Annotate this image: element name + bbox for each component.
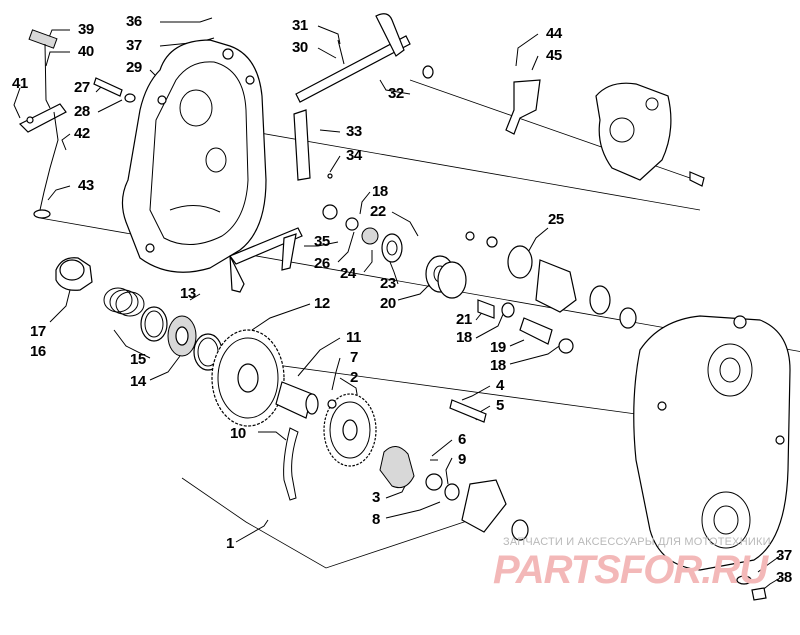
callout-40: 40 (78, 43, 94, 60)
gearcase-housing (633, 315, 791, 601)
callout-28: 28 (74, 103, 90, 120)
callout-26: 26 (314, 255, 330, 272)
large-sprocket-12 (211, 329, 285, 427)
throttle-lever-assembly (18, 29, 67, 219)
cover-bolt (93, 77, 136, 103)
watermark-logo: PARTSFOR.RU (493, 548, 768, 592)
callout-23: 23 (380, 275, 396, 292)
gear-shaft-11 (275, 381, 319, 419)
callout-20: 20 (380, 295, 396, 312)
callout-25: 25 (548, 211, 564, 228)
clutch-cup (55, 257, 93, 291)
callout-10: 10 (230, 425, 246, 442)
callout-44: 44 (546, 25, 562, 42)
callout-37-lower: 37 (776, 547, 792, 564)
brake-disc-3 (379, 446, 460, 501)
callout-18-top: 18 (372, 183, 388, 200)
chaincase-cover (121, 39, 267, 273)
callout-12: 12 (314, 295, 330, 312)
callout-18-mid: 18 (456, 329, 472, 346)
callout-22: 22 (370, 203, 386, 220)
washers-14-13 (140, 306, 223, 371)
callout-3: 3 (372, 489, 380, 506)
callout-11: 11 (346, 329, 361, 346)
tensioner-bracket (229, 227, 303, 293)
callout-37-upper: 37 (126, 37, 142, 54)
callout-43: 43 (78, 177, 94, 194)
shift-shaft (295, 13, 434, 103)
callout-21: 21 (456, 311, 472, 328)
callout-36: 36 (126, 13, 142, 30)
callout-9: 9 (458, 451, 466, 468)
spring-15 (103, 287, 145, 317)
callout-4: 4 (496, 377, 504, 394)
callout-13: 13 (180, 285, 196, 302)
callout-24: 24 (340, 265, 356, 282)
callout-34: 34 (346, 147, 362, 164)
callout-5: 5 (496, 397, 504, 414)
plate (293, 109, 333, 181)
callout-45: 45 (546, 47, 562, 64)
gear-25-set (465, 231, 637, 329)
upper-washers (322, 204, 467, 299)
callout-27: 27 (74, 79, 90, 96)
pin-4-5 (449, 399, 487, 423)
callout-2: 2 (350, 369, 358, 386)
callout-30: 30 (292, 39, 308, 56)
callout-17: 17 (30, 323, 46, 340)
callout-33: 33 (346, 123, 362, 140)
callout-1: 1 (226, 535, 234, 552)
callout-31: 31 (292, 17, 308, 34)
callout-39: 39 (78, 21, 94, 38)
callout-16: 16 (30, 343, 46, 360)
lower-bearings (477, 299, 574, 354)
callout-35: 35 (314, 233, 330, 250)
callout-42: 42 (74, 125, 90, 142)
callout-6: 6 (458, 431, 466, 448)
callout-14: 14 (130, 373, 146, 390)
callout-18-low: 18 (490, 357, 506, 374)
gear-2 (323, 393, 377, 467)
leader-lines (13, 17, 781, 593)
callout-15: 15 (130, 351, 146, 368)
callout-29: 29 (126, 59, 142, 76)
callout-41: 41 (12, 75, 28, 92)
drive-chain-10 (283, 427, 299, 501)
lower-cover (461, 479, 529, 541)
callout-38: 38 (776, 569, 792, 586)
watermark-tagline: ЗАПЧАСТИ И АКСЕССУАРЫ ДЛЯ МОТОТЕХНИКИ (503, 536, 771, 548)
brake-bracket (505, 79, 705, 187)
callout-19: 19 (490, 339, 506, 356)
callout-7: 7 (350, 349, 358, 366)
callout-8: 8 (372, 511, 380, 528)
callout-32: 32 (388, 85, 404, 102)
